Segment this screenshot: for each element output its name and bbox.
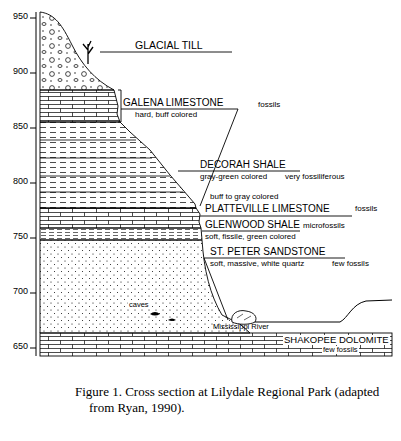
leader-line (200, 109, 238, 206)
river-surface (255, 300, 392, 322)
formation-note: soft, fissile, green colored (205, 233, 296, 242)
platteville-limestone-layer (40, 208, 201, 228)
shrub-symbol (83, 41, 93, 64)
elevation-tick: 700 (4, 287, 28, 297)
galena-limestone-layer (40, 90, 120, 122)
figure-caption: Figure 1. Cross section at Lilydale Regi… (75, 384, 387, 415)
formation-name: DECORAH SHALE (200, 159, 286, 170)
formation-name: GLENWOOD SHALE (205, 219, 300, 230)
glenwood-shale-layer (40, 228, 202, 240)
leader-line (204, 258, 345, 259)
formation-note: buff to gray colored (210, 193, 278, 202)
limestone-bands (40, 140, 183, 192)
leader-line (202, 231, 300, 232)
glacial-till-layer (40, 12, 114, 90)
formation-name: PLATTEVILLE LIMESTONE (205, 203, 330, 214)
leader-line (178, 171, 300, 172)
elevation-tick: 950 (4, 12, 28, 22)
formation-note: hard, buff colored (135, 111, 197, 120)
elevation-axis (30, 12, 36, 356)
leader-line (118, 90, 238, 122)
formation-note: very fossiliferous (285, 173, 345, 182)
leader-line (100, 52, 232, 53)
elevation-tick: 800 (4, 177, 28, 187)
feature-label: Mississippi River (213, 323, 269, 331)
formation-note: microfossils (303, 222, 345, 231)
boulder-texture (237, 314, 251, 320)
tick-marks (30, 18, 36, 348)
formation-note: gray-green colored (200, 173, 267, 182)
elevation-tick: 900 (4, 67, 28, 77)
formation-note: fossils (258, 101, 280, 110)
elevation-tick: 650 (4, 342, 28, 352)
formation-name: GALENA LIMESTONE (123, 97, 223, 108)
decorah-shale-layer (40, 122, 196, 208)
axis-line (36, 12, 37, 356)
elevation-tick: 850 (4, 122, 28, 132)
formation-name: GLACIAL TILL (135, 40, 203, 52)
leader-lines (100, 52, 352, 320)
formation-note: soft, massive, white quartz (210, 260, 304, 269)
formation-name: ST. PETER SANDSTONE (210, 246, 325, 257)
feature-label: caves (128, 301, 150, 309)
formation-name: SHAKOPEE DOLOMITE (283, 335, 390, 345)
formation-note: few fossils (332, 260, 369, 269)
leader-line (200, 216, 352, 217)
shakopee-dolomite-layer (40, 333, 392, 356)
elevation-tick: 750 (4, 232, 28, 242)
cave-symbol (150, 312, 176, 321)
formation-note: fossils (355, 205, 377, 214)
formation-note: few fossils (322, 346, 359, 354)
